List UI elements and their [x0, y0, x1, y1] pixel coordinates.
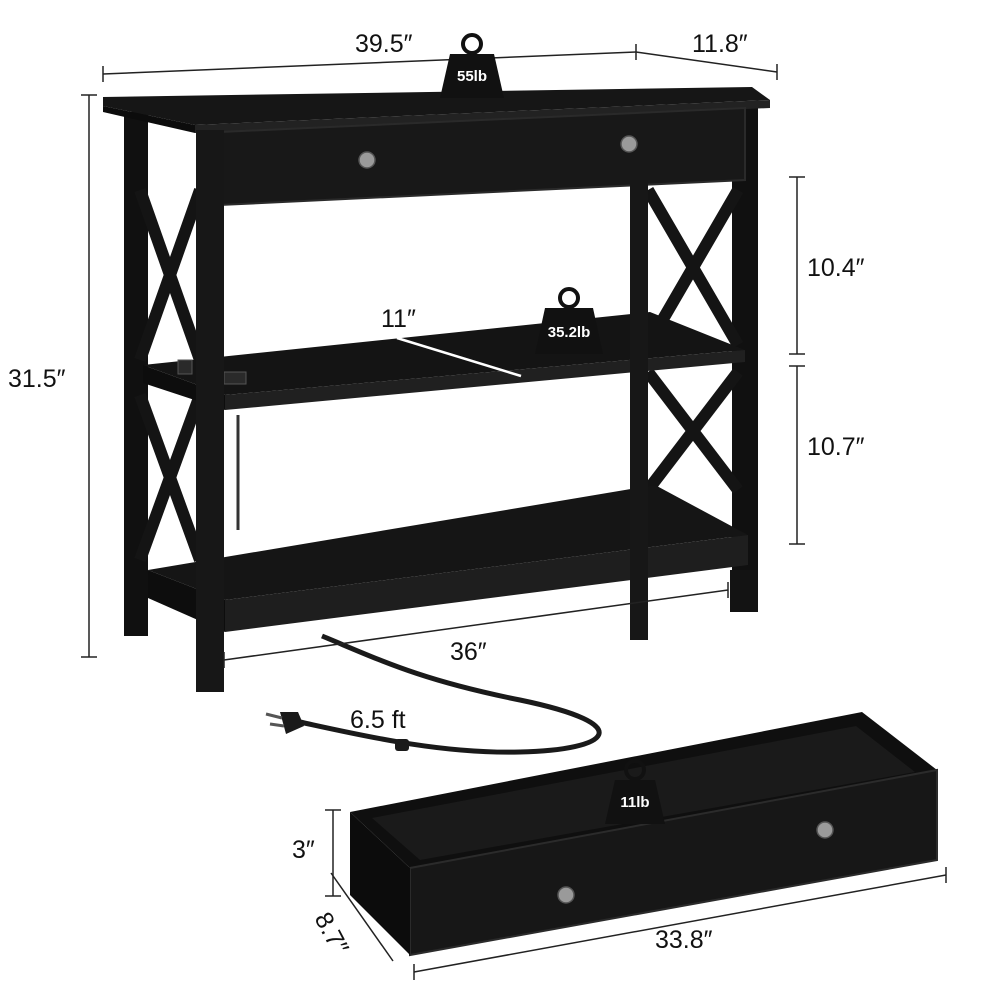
top-weight-label: 55lb [457, 68, 487, 85]
height-label: 31.5″ [8, 365, 66, 393]
drawer-width-label: 33.8″ [655, 926, 713, 954]
lower-gap-label: 10.7″ [807, 433, 865, 461]
width-label: 39.5″ [355, 30, 413, 58]
front-left-leg [196, 130, 224, 692]
drawer-weight-label: 11lb [620, 794, 649, 811]
shelf-depth-label: 11″ [381, 305, 416, 333]
drawer-depth-label: 8.7″ [309, 908, 354, 960]
left-x-panel [134, 188, 206, 563]
console-table [103, 87, 770, 692]
weight-icon: 11lb [605, 759, 665, 824]
weight-icon: 55lb [440, 33, 504, 98]
drawer-knob-left [358, 151, 376, 169]
power-cord [299, 633, 602, 755]
inner-width-label: 36″ [450, 638, 487, 666]
power-plug-icon [265, 712, 304, 734]
drawer-knob-left-loose [557, 886, 575, 904]
drawer-knob-right [620, 135, 638, 153]
shelf-weight-label: 35.2lb [548, 324, 591, 341]
depth-label: 11.8″ [692, 30, 748, 58]
weight-icon: 35.2lb [535, 287, 603, 354]
shelf-depth-indicator [396, 336, 522, 378]
upper-gap-label: 10.4″ [807, 254, 865, 282]
right-leg-foot [730, 570, 758, 612]
dimension-lines [81, 44, 947, 980]
cord-length-label: 6.5 ft [350, 706, 406, 734]
table-top [103, 87, 770, 125]
front-right-leg-upper [630, 180, 648, 640]
power-outlet-icon [177, 359, 247, 385]
bottom-shelf [148, 485, 748, 600]
drawer-side-panel [350, 812, 410, 955]
drawer-knob-right-loose [816, 821, 834, 839]
drawer-height-label: 3″ [292, 836, 315, 864]
